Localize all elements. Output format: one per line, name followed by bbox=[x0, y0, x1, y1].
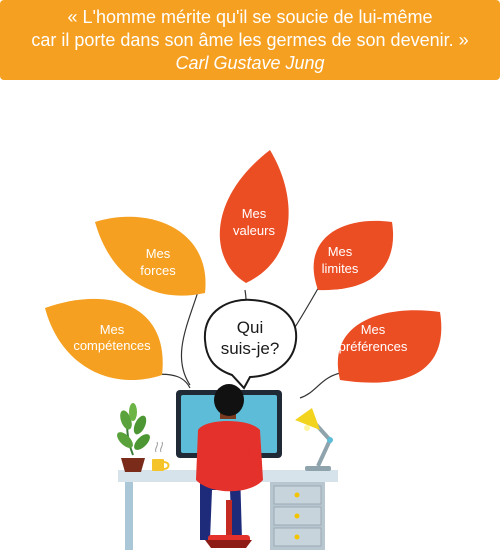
desk bbox=[118, 470, 338, 550]
leaf-limites-line2: limites bbox=[322, 261, 359, 276]
leaf-preferences: Mes préférences bbox=[337, 310, 442, 383]
quote-line-1: « L'homme mérite qu'il se soucie de lui-… bbox=[67, 7, 433, 27]
leaf-preferences-line1: Mes bbox=[361, 322, 386, 337]
leaf-forces-line1: Mes bbox=[146, 246, 171, 261]
leaf-valeurs-line1: Mes bbox=[242, 206, 267, 221]
bubble-line2: suis-je? bbox=[221, 339, 280, 358]
mug-icon bbox=[152, 441, 170, 471]
quote-author: Carl Gustave Jung bbox=[175, 53, 325, 73]
leaf-valeurs-line2: valeurs bbox=[233, 223, 275, 238]
leaf-competences-line1: Mes bbox=[100, 322, 125, 337]
quote-line-2: car il porte dans son âme les germes de … bbox=[31, 30, 469, 50]
person-figure bbox=[196, 384, 263, 548]
leaf-limites: Mes limites bbox=[313, 220, 394, 291]
bubble-line1: Qui bbox=[237, 318, 263, 337]
speech-bubble: Qui suis-je? bbox=[203, 298, 298, 390]
lamp-icon bbox=[295, 408, 333, 471]
leaf-competences-line2: compétences bbox=[73, 338, 151, 353]
leaf-forces: Mes forces bbox=[95, 216, 206, 296]
leaf-limites-line1: Mes bbox=[328, 244, 353, 259]
plant-icon bbox=[117, 403, 150, 472]
leaf-competences: Mes compétences bbox=[45, 298, 163, 381]
self-reflection-illustration: Mes compétences Mes forces Mes valeurs M… bbox=[45, 150, 442, 550]
leaf-forces-line2: forces bbox=[140, 263, 176, 278]
quote-banner: « L'homme mérite qu'il se soucie de lui-… bbox=[0, 0, 500, 80]
leaf-valeurs: Mes valeurs bbox=[219, 150, 289, 283]
leaf-preferences-line2: préférences bbox=[339, 339, 408, 354]
